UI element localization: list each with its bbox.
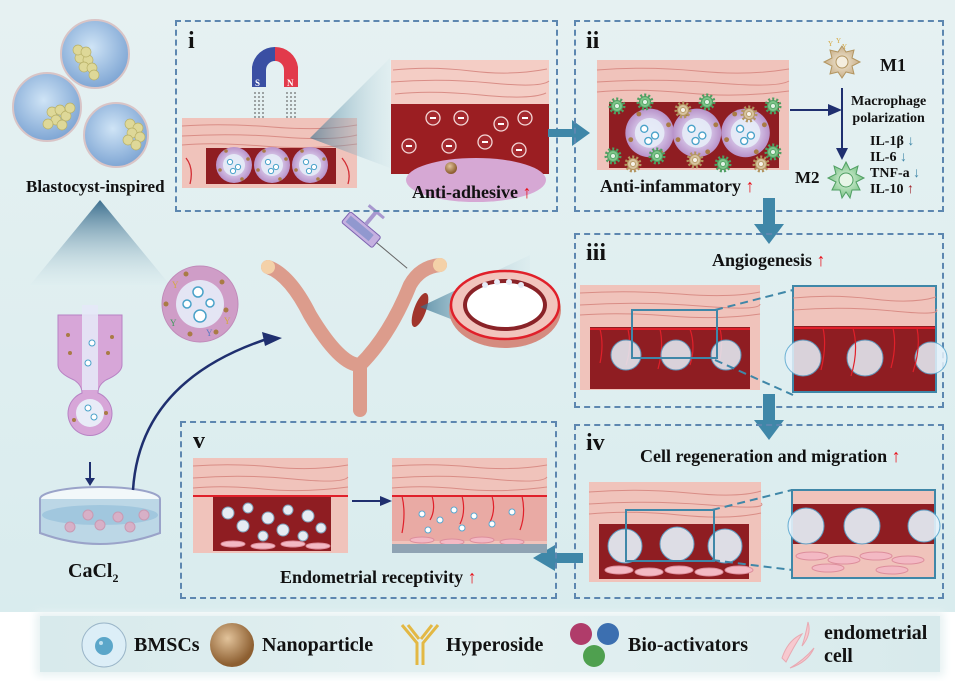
panel-ii-effect: Anti-infammatory ↑	[600, 176, 755, 196]
flow-arrow-iv-to-v	[533, 545, 583, 571]
panel-iv-label: iv	[586, 430, 605, 456]
panel-iv-zoom-view	[787, 489, 941, 579]
panel-v-transition-arrow	[352, 496, 392, 506]
legend-label: Hyperoside	[446, 633, 544, 656]
panel-i-effect: Anti-adhesive ↑	[412, 182, 532, 202]
legend-item-bio-activators: Bio-activators	[568, 622, 748, 668]
legend-item-hyperoside: Hyperoside	[400, 624, 544, 665]
legend-item-nanoparticle: Nanoparticle	[208, 623, 374, 667]
panel-i	[175, 20, 558, 212]
polarization-arrow-down	[836, 88, 848, 160]
panel-i-label: i	[188, 28, 195, 54]
cacl2-label: CaCl2	[68, 560, 119, 585]
magnet-pole-n: N	[287, 78, 294, 88]
magnet-pole-s: S	[255, 78, 260, 88]
blastocyst-1	[60, 19, 130, 89]
endometrial-cell-icon	[781, 621, 815, 669]
magnet-icon: S N	[252, 46, 298, 88]
flow-arrow-i-to-ii	[548, 120, 590, 146]
zoom-cone-i	[310, 58, 390, 168]
svg-text:Y: Y	[842, 43, 847, 51]
svg-text:Y: Y	[224, 316, 231, 326]
panel-iv-effect: Cell regeneration and migration ↑	[640, 446, 901, 466]
panel-iii-label: iii	[586, 240, 607, 266]
panel-v-tissue-before	[192, 458, 349, 553]
macrophage-polarization-label: Macrophage polarization	[851, 93, 926, 127]
panel-ii	[574, 20, 944, 212]
decrease-arrow-icon: ↓	[907, 134, 915, 149]
panel-v	[180, 421, 557, 599]
blastocyst-3	[83, 102, 149, 168]
injection-flow-arrow	[131, 332, 282, 491]
panel-v-tissue-after	[391, 458, 548, 553]
uterine-cross-section	[449, 269, 561, 348]
increase-arrow-icon: ↑	[816, 250, 826, 270]
legend-label: endometrial cell	[824, 622, 928, 667]
svg-text:Y: Y	[172, 280, 179, 290]
m1-label: M1	[880, 55, 906, 75]
m2-macrophage-icon	[826, 160, 866, 200]
petri-dish-icon	[39, 486, 161, 545]
legend-item-endometrial-cell: endometrial cell	[778, 620, 940, 670]
cytokine-list: IL-1β ↓ IL-6 ↓ TNF-a ↓ IL-10 ↑	[870, 134, 920, 198]
panel-iv-tissue-regeneration	[588, 482, 763, 582]
cytokine-il1b: IL-1β ↓	[870, 134, 915, 149]
panel-i-zoom-charge-view	[390, 60, 550, 202]
svg-text:Y: Y	[170, 318, 177, 328]
microfluidic-nozzle-icon	[57, 305, 123, 436]
panel-iii-effect: Angiogenesis ↑	[712, 250, 826, 270]
panel-v-effect: Endometrial receptivity ↑	[280, 567, 477, 587]
legend: BMSCs Nanoparticle Hyperoside Bio-activa…	[40, 616, 940, 672]
increase-arrow-icon: ↑	[906, 182, 914, 197]
increase-arrow-icon: ↑	[467, 567, 477, 587]
increase-arrow-icon: ↑	[745, 176, 755, 196]
bio-activators-icon	[570, 623, 619, 667]
bmsc-cell-icon	[81, 622, 127, 668]
panel-iii-zoom-view	[784, 285, 948, 393]
legend-item-bmscs: BMSCs	[80, 622, 200, 668]
zoom-dash-iv	[711, 489, 793, 571]
process-line-1: Macrophage	[851, 94, 927, 109]
svg-text:Y: Y	[206, 328, 213, 338]
panel-ii-arrow-to-macrophage	[790, 104, 842, 116]
m2-label: M2	[795, 168, 820, 187]
panel-ii-label: ii	[586, 28, 600, 54]
increase-arrow-icon: ↑	[891, 446, 901, 466]
panel-v-label: v	[193, 428, 205, 454]
microsphere-closeup: Y Y Y Y	[161, 265, 239, 343]
blastocyst-2	[12, 72, 82, 142]
legend-label: Nanoparticle	[262, 633, 374, 656]
panel-iii	[574, 233, 944, 408]
cytokine-il6: IL-6 ↓	[870, 150, 907, 165]
svg-text:Y: Y	[828, 40, 833, 48]
blastocyst-inspired-label: Blastocyst-inspired	[26, 177, 165, 196]
panel-iv	[574, 424, 944, 599]
zoom-dash-iii	[714, 289, 794, 396]
process-arrow-down	[85, 462, 95, 486]
nanoparticle-icon	[210, 623, 254, 667]
cytokine-tnfa: TNF-a ↓	[870, 166, 921, 181]
cytokine-il10: IL-10 ↑	[870, 182, 914, 197]
svg-text:Y: Y	[836, 37, 841, 45]
legend-label: Bio-activators	[628, 633, 748, 656]
decrease-arrow-icon: ↓	[899, 150, 907, 165]
panel-ii-tissue-macrophages	[596, 60, 790, 173]
inspiration-triangle-icon	[30, 200, 170, 285]
blastocyst-illustration	[12, 19, 149, 168]
syringe-icon	[341, 204, 408, 269]
panel-iii-tissue-angiogenesis	[579, 285, 761, 390]
hyperoside-icon	[400, 624, 440, 665]
decrease-arrow-icon: ↓	[913, 166, 921, 181]
process-line-2: polarization	[852, 111, 925, 126]
increase-arrow-icon: ↑	[522, 182, 532, 202]
legend-label: BMSCs	[134, 633, 200, 656]
